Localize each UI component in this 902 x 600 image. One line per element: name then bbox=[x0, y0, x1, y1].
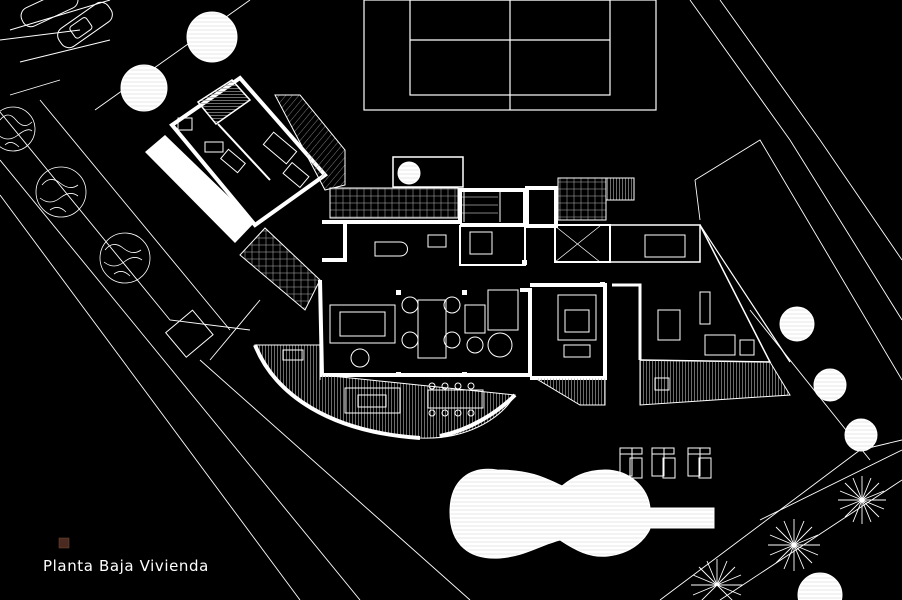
curved-terrace bbox=[253, 344, 791, 440]
sunbed-icon bbox=[651, 447, 676, 479]
sunbeds bbox=[619, 447, 712, 479]
annex-wing bbox=[145, 75, 346, 243]
paving-grid bbox=[239, 177, 635, 311]
sunbed-icon bbox=[687, 447, 712, 479]
scribble-shrub-icon bbox=[0, 106, 36, 152]
furniture bbox=[164, 231, 755, 417]
swimming-pool bbox=[449, 468, 715, 559]
scribble-shrub-icon bbox=[35, 166, 87, 218]
caption-mark bbox=[58, 537, 70, 549]
pillars bbox=[396, 260, 605, 377]
car-icon bbox=[57, 1, 113, 49]
star-palm-icon bbox=[768, 519, 820, 571]
circle-hatched-tree-icon bbox=[186, 11, 238, 63]
star-palm-icon bbox=[691, 559, 743, 600]
circle-hatched-tree-icon bbox=[120, 64, 168, 112]
shrubs bbox=[0, 106, 151, 284]
palms bbox=[691, 476, 886, 600]
car-icon bbox=[20, 0, 79, 28]
sunbed-icon bbox=[619, 447, 643, 479]
star-palm-icon bbox=[838, 476, 886, 524]
scribble-shrub-icon bbox=[99, 232, 151, 284]
tennis-court bbox=[363, 0, 657, 111]
main-house bbox=[260, 156, 791, 380]
circle-hatched-tree-icon bbox=[397, 161, 421, 185]
parking-area bbox=[9, 0, 113, 63]
plan-caption: Planta Baja Vivienda bbox=[43, 557, 209, 575]
circle-hatched-tree-icon bbox=[779, 306, 815, 342]
circle-hatched-tree-icon bbox=[797, 572, 843, 600]
circle-hatched-tree-icon bbox=[813, 368, 847, 402]
circle-hatched-tree-icon bbox=[844, 418, 878, 452]
round-trees bbox=[120, 11, 878, 600]
